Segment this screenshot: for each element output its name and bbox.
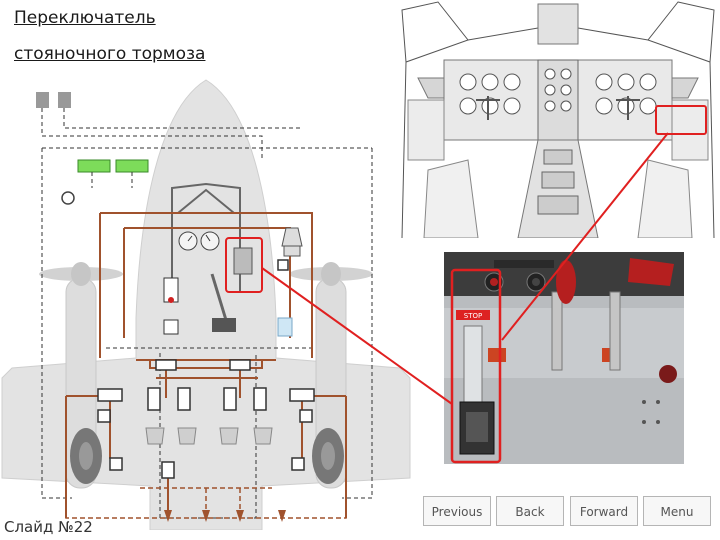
accumulator: [281, 227, 303, 257]
slide-title-line-1: Переключатель: [14, 8, 156, 28]
right-main-wheel: [312, 428, 344, 484]
slide-number: Слайд №22: [4, 518, 93, 536]
forward-button[interactable]: Forward: [570, 496, 638, 526]
slide-title-line-2: стояночного тормоза: [14, 44, 206, 64]
svg-text:STOP: STOP: [464, 312, 482, 320]
brake-system-schematic: [1, 79, 411, 530]
cockpit-overview-image: [398, 0, 718, 238]
left-main-wheel: [70, 428, 102, 484]
pressure-gauges: [178, 231, 220, 251]
parking-brake-highlight: [225, 237, 263, 293]
top-switch-group: [36, 92, 149, 205]
parking-brake-panel-photo: STOP: [444, 252, 684, 464]
previous-button[interactable]: Previous: [423, 496, 491, 526]
cockpit-switch-highlight: [655, 105, 707, 135]
back-button[interactable]: Back: [496, 496, 564, 526]
menu-button[interactable]: Menu: [643, 496, 711, 526]
